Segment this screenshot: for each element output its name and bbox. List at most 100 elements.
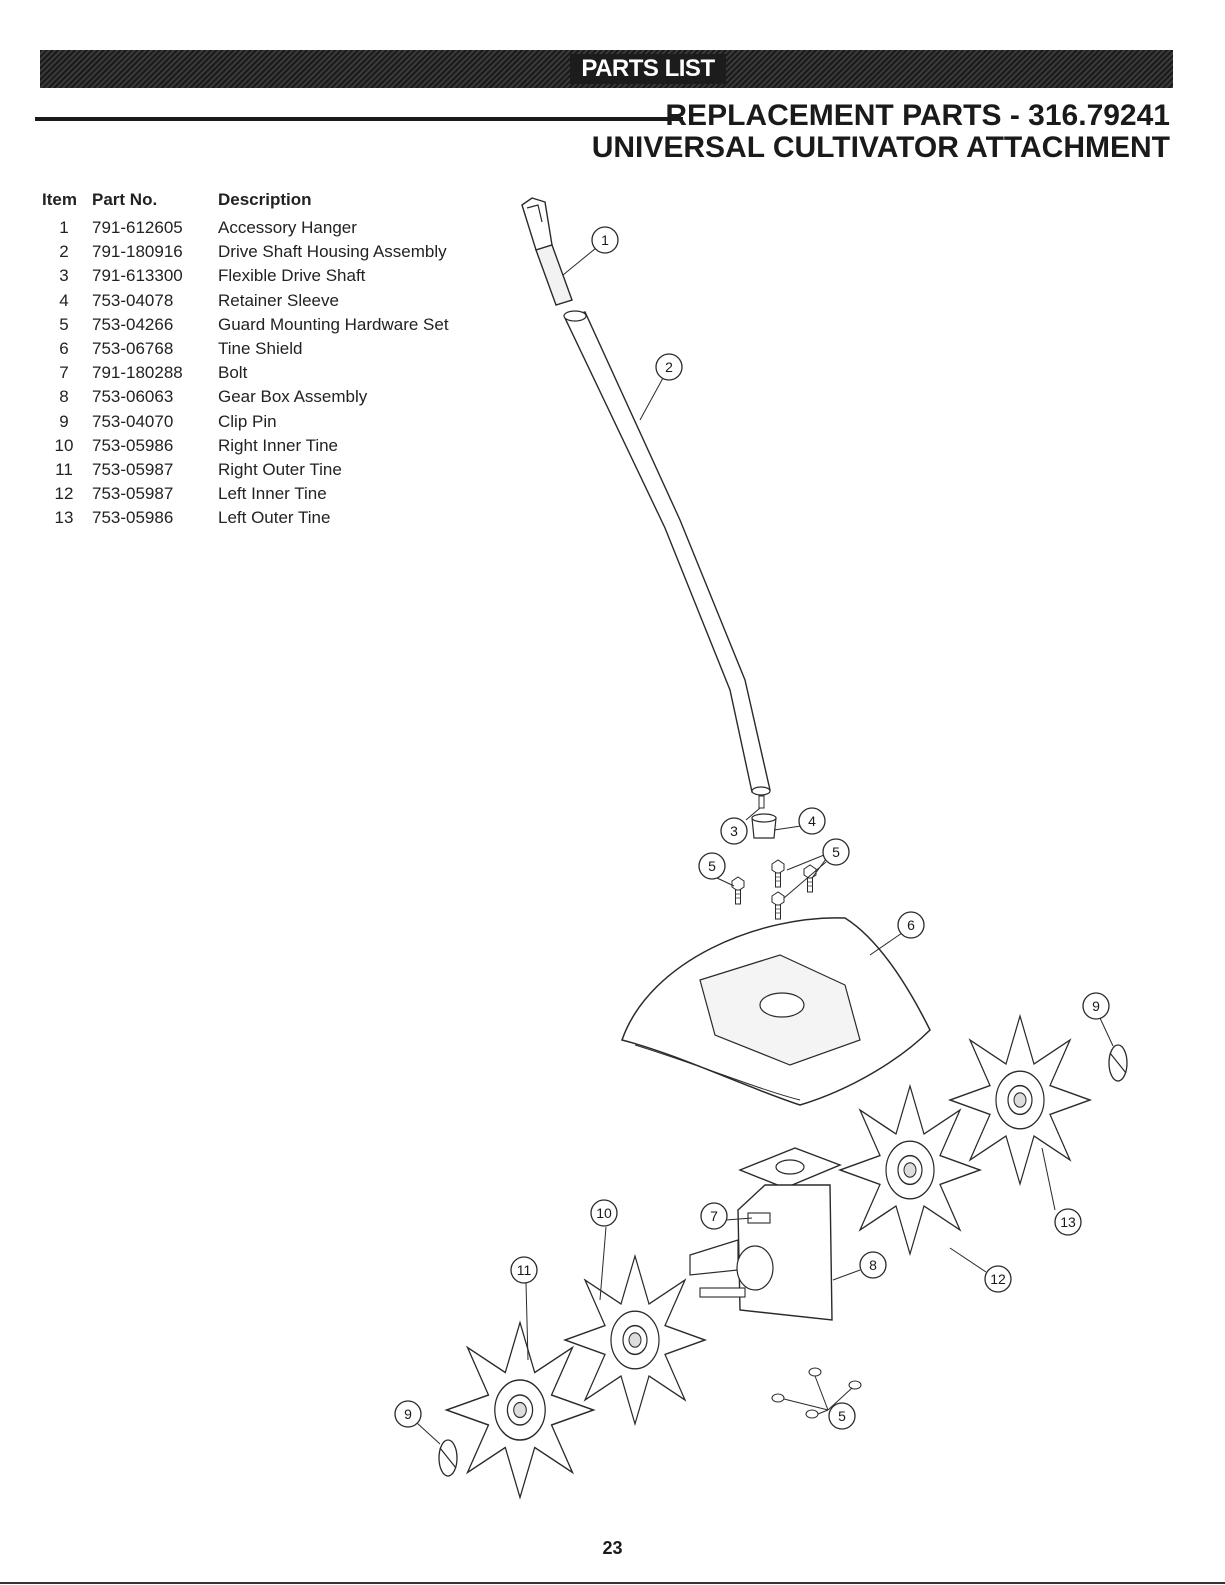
callout-label: 5 (832, 844, 840, 860)
item-number: 10 (54, 435, 74, 455)
item-number: 3 (59, 266, 69, 286)
item-number: 2 (59, 242, 69, 262)
table-row: 10 753-05986 Right Inner Tine (42, 434, 488, 458)
left-inner-tine-part (839, 1085, 981, 1255)
table-row: 3 791-613300 Flexible Drive Shaft (42, 264, 488, 288)
right-inner-tine-part (564, 1255, 706, 1425)
callout-6: 6 (897, 911, 925, 939)
callout-2: 2 (655, 353, 683, 381)
callout-label: 9 (1092, 998, 1100, 1014)
part-description: Left Inner Tine (218, 484, 327, 504)
item-number: 13 (54, 508, 74, 528)
part-number: 753-04078 (92, 290, 174, 310)
callout-label: 4 (808, 813, 816, 829)
left-outer-tine-part (949, 1015, 1091, 1185)
part-description: Flexible Drive Shaft (218, 266, 366, 286)
table-row: 6 753-06768 Tine Shield (42, 337, 488, 361)
callout-label: 12 (990, 1271, 1006, 1287)
parts-table-header: Item Part No. Description (42, 190, 488, 216)
callout-5: 5 (698, 852, 726, 880)
part-number: 791-612605 (92, 218, 183, 238)
part-description: Right Outer Tine (218, 459, 342, 479)
part-number: 791-613300 (92, 266, 183, 286)
table-row: 11 753-05987 Right Outer Tine (42, 458, 488, 482)
hardware-nuts (771, 1367, 862, 1419)
callout-12: 12 (984, 1265, 1012, 1293)
item-number: 11 (55, 459, 73, 479)
item-number: 9 (59, 411, 69, 431)
callout-8: 8 (859, 1251, 887, 1279)
page-title: REPLACEMENT PARTS - 316.79241 UNIVERSAL … (592, 100, 1170, 164)
callout-label: 2 (665, 359, 673, 375)
section-banner: PARTS LIST (40, 50, 1173, 88)
drive-shaft-housing-part (563, 310, 771, 796)
callout-label: 10 (596, 1205, 612, 1221)
callout-label: 6 (907, 917, 915, 933)
clip-pin-part (1108, 1044, 1128, 1082)
title-line-2: UNIVERSAL CULTIVATOR ATTACHMENT (591, 131, 1170, 164)
item-number: 12 (54, 484, 74, 504)
table-row: 12 753-05987 Left Inner Tine (42, 482, 488, 506)
part-description: Gear Box Assembly (218, 387, 368, 407)
gear-box-part (689, 1147, 842, 1321)
part-description: Drive Shaft Housing Assembly (218, 242, 447, 262)
callout-13: 13 (1054, 1208, 1082, 1236)
callout-4: 4 (798, 807, 826, 835)
callout-label: 5 (708, 858, 716, 874)
callout-label: 11 (517, 1262, 532, 1278)
column-header-part-no: Part No. (92, 190, 158, 209)
part-description: Guard Mounting Hardware Set (218, 314, 449, 334)
callout-9: 9 (394, 1400, 422, 1428)
part-description: Right Inner Tine (218, 435, 339, 455)
leader-lines (416, 247, 1114, 1445)
header-rule (35, 117, 683, 121)
callout-label: 7 (710, 1208, 718, 1224)
table-row: 1 791-612605 Accessory Hanger (42, 216, 488, 240)
part-number: 791-180916 (92, 242, 183, 262)
item-number: 1 (59, 218, 69, 238)
part-number: 753-05987 (92, 484, 174, 504)
part-description: Accessory Hanger (218, 218, 357, 238)
part-number: 753-05987 (92, 459, 174, 479)
part-number: 753-05986 (92, 508, 174, 528)
part-number: 753-06768 (92, 339, 174, 359)
callout-7: 7 (700, 1202, 728, 1230)
part-description: Bolt (218, 363, 248, 383)
parts-table: Item Part No. Description 1 791-612605 Acc… (42, 190, 488, 530)
part-number: 753-04070 (92, 411, 174, 431)
bottom-rule (0, 1582, 1225, 1584)
callout-5: 5 (822, 838, 850, 866)
callout-5: 5 (828, 1402, 856, 1430)
title-line-1: REPLACEMENT PARTS - 316.79241 (665, 99, 1170, 132)
clip-pin-part (438, 1439, 458, 1477)
callout-label: 1 (601, 232, 609, 248)
column-header-description: Description (218, 190, 312, 209)
retainer-sleeve-part (751, 813, 777, 839)
item-number: 7 (59, 363, 69, 383)
callout-label: 8 (869, 1257, 877, 1273)
tine-shield-part (621, 917, 931, 1106)
callout-9: 9 (1082, 992, 1110, 1020)
part-description: Clip Pin (218, 411, 277, 431)
callout-label: 3 (730, 823, 738, 839)
part-description: Tine Shield (218, 339, 303, 359)
part-number: 753-05986 (92, 435, 174, 455)
banner-label: PARTS LIST (570, 54, 726, 84)
table-row: 9 753-04070 Clip Pin (42, 410, 488, 434)
part-number: 753-06063 (92, 387, 174, 407)
callout-3: 3 (720, 817, 748, 845)
item-number: 6 (59, 339, 69, 359)
page-number: 23 (602, 1538, 623, 1558)
callout-label: 13 (1060, 1214, 1076, 1230)
callout-label: 9 (404, 1406, 412, 1422)
flexible-drive-shaft-part (758, 795, 765, 809)
callout-label: 5 (838, 1408, 846, 1424)
right-outer-tine-part (445, 1321, 595, 1499)
mounting-bolts (731, 859, 817, 920)
